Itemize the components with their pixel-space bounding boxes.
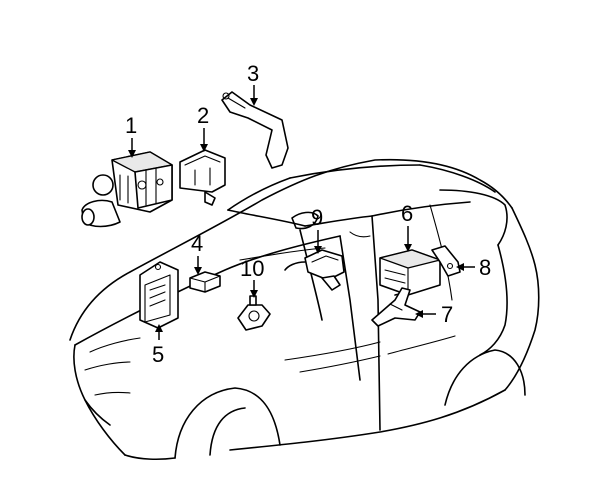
callout-7: 7	[441, 302, 453, 327]
part-3-bracket	[221, 91, 289, 169]
callout-2: 2	[197, 103, 209, 128]
callout-labels: 1 2 3 4 5 6 7 8 9 10	[125, 61, 491, 367]
callout-4: 4	[191, 231, 203, 256]
part-4-module	[189, 271, 221, 293]
callout-8: 8	[479, 255, 491, 280]
callout-9: 9	[311, 205, 323, 230]
callout-3: 3	[247, 61, 259, 86]
part-7-bracket	[371, 287, 421, 327]
callout-1: 1	[125, 113, 137, 138]
part-10-sensor	[237, 295, 271, 331]
leader-lines	[128, 85, 475, 340]
part-6-module-box	[379, 249, 441, 296]
part-9-sensor	[284, 249, 345, 291]
callout-10: 10	[240, 256, 264, 281]
part-8-bracket	[431, 245, 461, 277]
part-5-control-unit	[139, 261, 179, 329]
vehicle-outline	[69, 158, 540, 461]
callout-6: 6	[401, 201, 413, 226]
part-2-bracket	[179, 149, 226, 206]
callout-5: 5	[152, 342, 164, 367]
part-1-abs-actuator	[81, 151, 173, 228]
